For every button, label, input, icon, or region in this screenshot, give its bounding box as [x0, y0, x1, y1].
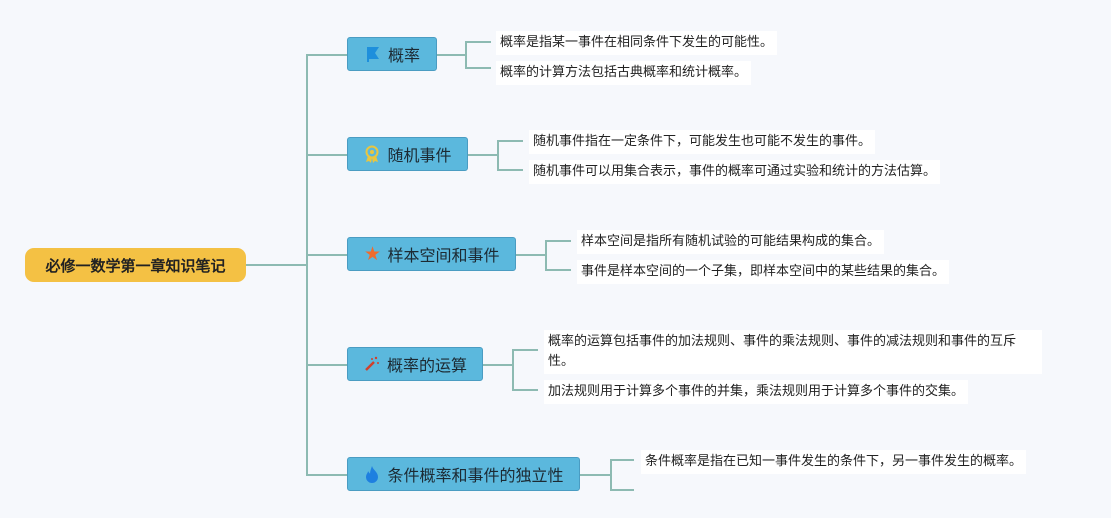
topic-sample-space[interactable]: ★ 样本空间和事件: [347, 237, 516, 271]
connector: [545, 269, 571, 271]
connector: [516, 254, 545, 256]
award-icon: [363, 145, 381, 163]
connector: [497, 140, 499, 170]
connector: [580, 474, 610, 476]
topic-label: 条件概率和事件的独立性: [387, 466, 564, 485]
connector: [512, 349, 514, 390]
connector: [465, 41, 467, 68]
topic-random-event[interactable]: 随机事件: [347, 137, 468, 171]
topic-label: 随机事件: [387, 146, 452, 165]
connector: [465, 67, 491, 69]
connector: [468, 154, 497, 156]
leaf-note[interactable]: 随机事件指在一定条件下，可能发生也可能不发生的事件。: [529, 130, 876, 154]
connector: [545, 240, 547, 270]
connector: [610, 459, 612, 490]
connector: [610, 459, 634, 461]
topic-label: 概率的运算: [386, 356, 467, 375]
connector: [497, 169, 523, 171]
connector: [306, 54, 308, 475]
connector: [610, 489, 634, 491]
connector: [306, 364, 347, 366]
connector: [483, 364, 512, 366]
connector: [436, 54, 465, 56]
flag-icon: [364, 45, 382, 63]
leaf-note[interactable]: 随机事件可以用集合表示，事件的概率可通过实验和统计的方法估算。: [529, 160, 941, 184]
connector: [306, 154, 347, 156]
connector: [497, 140, 523, 142]
connector: [465, 41, 491, 43]
connector: [545, 240, 571, 242]
leaf-note[interactable]: 条件概率是指在已知一事件发生的条件下，另一事件发生的概率。: [641, 450, 1027, 474]
connector: [512, 349, 538, 351]
connector: [306, 254, 347, 256]
connector: [306, 474, 347, 476]
leaf-note[interactable]: 概率的计算方法包括古典概率和统计概率。: [496, 61, 752, 85]
leaf-note[interactable]: 概率的运算包括事件的加法规则、事件的乘法规则、事件的减法规则和事件的互斥性。: [544, 330, 1042, 374]
topic-label: 概率: [387, 46, 420, 65]
leaf-note[interactable]: 事件是样本空间的一个子集，即样本空间中的某些结果的集合。: [577, 260, 950, 284]
leaf-note[interactable]: 概率是指某一事件在相同条件下发生的可能性。: [496, 31, 778, 55]
magic-wand-icon: [363, 355, 381, 373]
topic-probability[interactable]: 概率: [347, 37, 437, 71]
flame-icon: [363, 465, 381, 483]
topic-label: 样本空间和事件: [387, 246, 500, 265]
connector: [512, 389, 538, 391]
leaf-note[interactable]: 样本空间是指所有随机试验的可能结果构成的集合。: [577, 230, 885, 254]
star-icon: ★: [363, 243, 381, 265]
topic-conditional[interactable]: 条件概率和事件的独立性: [347, 457, 580, 491]
leaf-note[interactable]: 加法规则用于计算多个事件的并集，乘法规则用于计算多个事件的交集。: [544, 380, 969, 404]
root-topic[interactable]: 必修一数学第一章知识笔记: [25, 248, 246, 282]
connector: [246, 264, 307, 266]
connector: [306, 54, 347, 56]
topic-operations[interactable]: 概率的运算: [347, 347, 483, 381]
